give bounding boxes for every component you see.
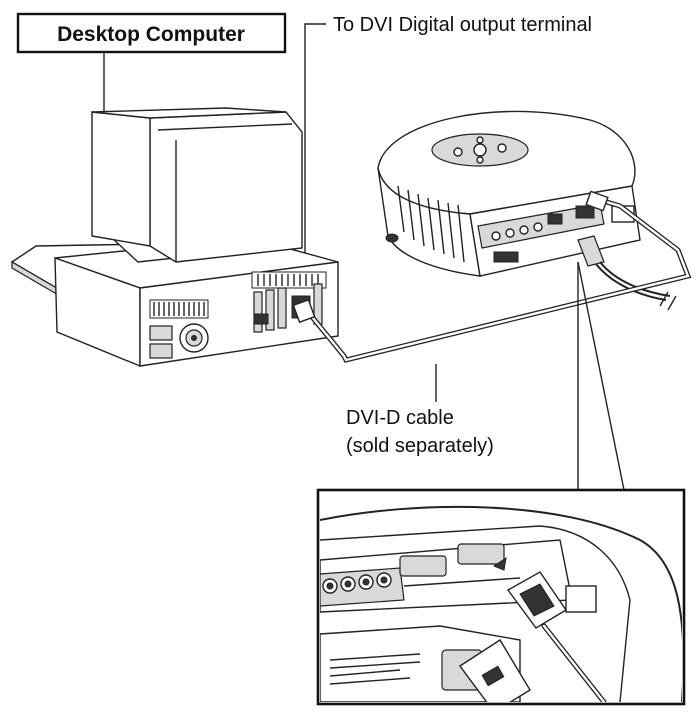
dvi-connector-closeup-icon: [318, 490, 684, 712]
cable-label-line1: DVI-D cable: [346, 407, 454, 429]
monitor-front: [92, 112, 150, 246]
desktop-computer-icon: [12, 108, 338, 366]
terminal-label-text: To DVI Digital output terminal: [333, 14, 592, 36]
pc-power-socket-1: [150, 326, 172, 340]
pc-vent-grille: [150, 300, 208, 318]
projector-dvi-port: [576, 206, 594, 218]
computer-label: Desktop Computer: [18, 14, 285, 115]
closeup-dvi-port: [458, 544, 504, 564]
monitor-body: [150, 112, 302, 262]
closeup-rgb-port: [400, 556, 446, 576]
computer-label-text: Desktop Computer: [57, 23, 245, 46]
projector-icon: [378, 111, 640, 276]
terminal-leader-line: [305, 24, 326, 290]
cable-label-line2: (sold separately): [346, 435, 494, 457]
pc-power-socket-2: [150, 344, 172, 358]
